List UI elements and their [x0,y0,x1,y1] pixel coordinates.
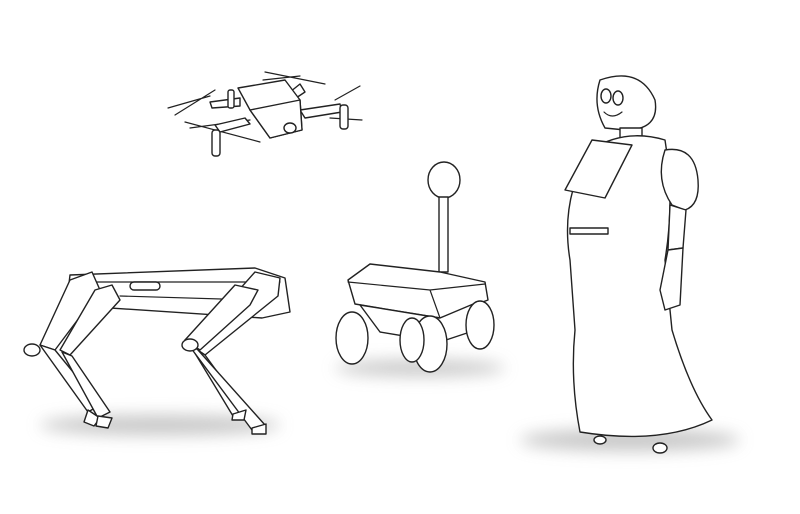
rover-drawing [335,161,495,373]
drone-drawing [167,71,363,157]
robot-dog-drawing [23,267,291,435]
humanoid-robot-drawing [564,75,713,454]
